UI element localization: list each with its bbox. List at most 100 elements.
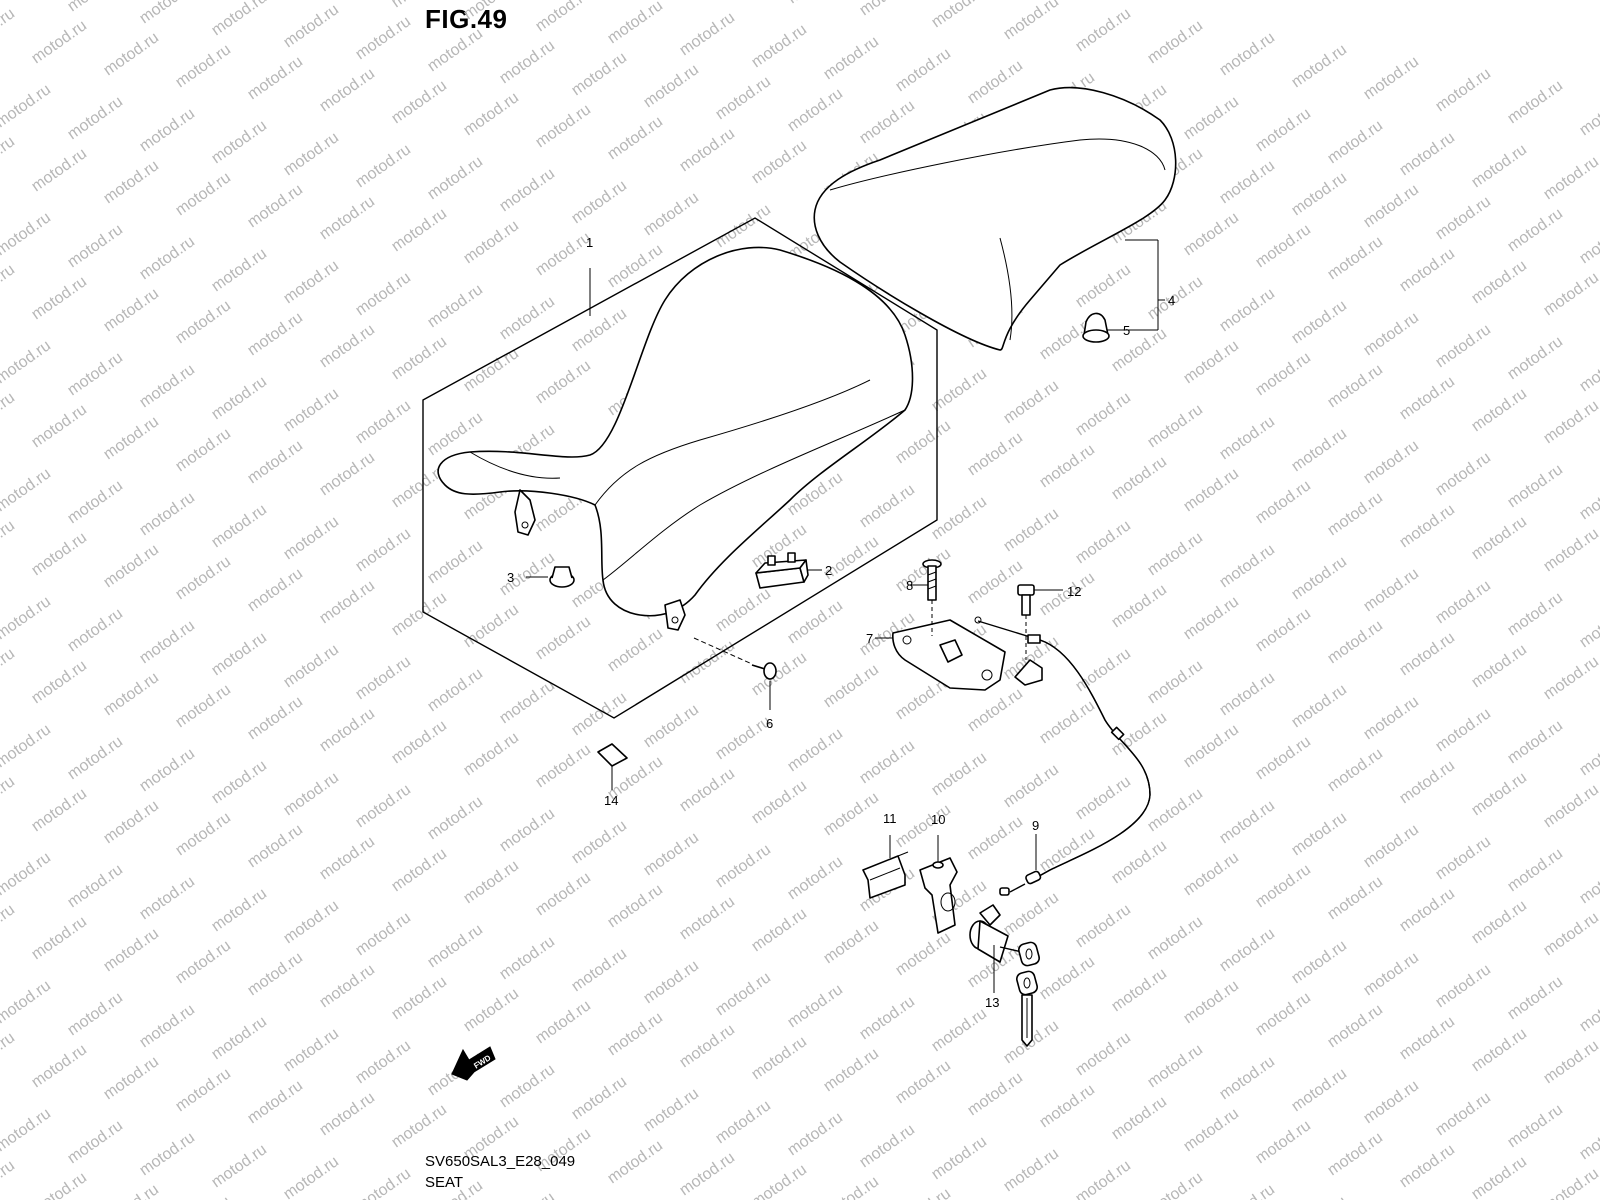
watermark-text: motod.ru [0, 81, 54, 131]
watermark-text: motod.ru [281, 513, 342, 563]
watermark-text: motod.ru [137, 745, 198, 795]
watermark-text: motod.ru [101, 669, 162, 719]
watermark-text: motod.ru [29, 785, 90, 835]
watermark-text: motod.ru [1361, 181, 1422, 231]
watermark-text: motod.ru [1541, 909, 1600, 959]
watermark-text: motod.ru [245, 949, 306, 999]
watermark-text: motod.ru [1541, 153, 1600, 203]
watermark-text: motod.ru [317, 961, 378, 1011]
watermark-text: motod.ru [857, 1121, 918, 1171]
watermark-text: motod.ru [677, 893, 738, 943]
diagram-code: SV650SAL3_E28_049 [425, 1153, 576, 1170]
watermark-text: motod.ru [1289, 41, 1350, 91]
seat-top-seam [594, 379, 871, 506]
watermark-text: motod.ru [353, 909, 414, 959]
watermark-text: motod.ru [677, 637, 738, 687]
watermark-text: motod.ru [461, 985, 522, 1035]
watermark-text: motod.ru [749, 1033, 810, 1083]
watermark-text: motod.ru [749, 1161, 810, 1200]
watermark-text: motod.ru [1217, 413, 1278, 463]
watermark-text: motod.ru [857, 97, 918, 147]
watermark-text: motod.ru [497, 1061, 558, 1111]
watermark-text: motod.ru [1073, 261, 1134, 311]
watermark-text: motod.ru [1181, 849, 1242, 899]
watermark-text: motod.ru [281, 897, 342, 947]
bolt-8 [922, 559, 942, 601]
watermark-text: motod.ru [317, 1089, 378, 1139]
watermark-text: motod.ru [317, 449, 378, 499]
watermark-text: motod.ru [1253, 105, 1314, 155]
watermark-text: motod.ru [857, 481, 918, 531]
watermark-text: motod.ru [0, 209, 54, 259]
watermark-text: motod.ru [0, 593, 54, 643]
watermark-text: motod.ru [389, 205, 450, 255]
watermark-text: motod.ru [209, 501, 270, 551]
watermark-text: motod.ru [1001, 377, 1062, 427]
watermark-text: motod.ru [461, 0, 522, 23]
watermark-text: motod.ru [929, 0, 990, 31]
watermark-text: motod.ru [29, 1041, 90, 1091]
watermark-text: motod.ru [1289, 1065, 1350, 1115]
assembly-box-outline [422, 217, 938, 719]
watermark-text: motod.ru [893, 929, 954, 979]
clip-11 [862, 851, 909, 899]
watermark-text: motod.ru [533, 613, 594, 663]
watermark-text: motod.ru [641, 701, 702, 751]
seat-side-seam [602, 409, 906, 581]
watermark-text: motod.ru [317, 193, 378, 243]
watermark-text: motod.ru [1505, 845, 1566, 895]
watermark-text: motod.ru [1577, 985, 1600, 1035]
watermark-text: motod.ru [0, 849, 54, 899]
lock-hole-1 [902, 635, 912, 645]
watermark-text: motod.ru [1109, 837, 1170, 887]
watermark-text: motod.ru [497, 37, 558, 87]
watermark-text: motod.ru [0, 1105, 54, 1155]
watermark-text: motod.ru [1217, 285, 1278, 335]
watermark-text: motod.ru [389, 845, 450, 895]
watermark-text: motod.ru [965, 1069, 1026, 1119]
watermark-text: motod.ru [209, 1141, 270, 1191]
watermark-text: motod.ru [1325, 617, 1386, 667]
seat-hook-rear [664, 599, 686, 631]
watermark-text: motod.ru [1469, 897, 1530, 947]
watermark-text: motod.ru [29, 1169, 90, 1200]
watermark-text: motod.ru [101, 797, 162, 847]
watermark-text: motod.ru [569, 817, 630, 867]
watermark-text: motod.ru [245, 53, 306, 103]
watermark-text: motod.ru [569, 305, 630, 355]
watermark-text: motod.ru [0, 0, 54, 3]
watermark-text: motod.ru [1541, 397, 1600, 447]
watermark-text: motod.ru [353, 525, 414, 575]
watermark-text: motod.ru [1217, 1181, 1278, 1200]
watermark-text: motod.ru [425, 537, 486, 587]
lock-set [969, 904, 1040, 1047]
watermark-text: motod.ru [65, 989, 126, 1039]
watermark-text: motod.ru [245, 437, 306, 487]
watermark-text: motod.ru [353, 653, 414, 703]
watermark-text: motod.ru [1073, 901, 1134, 951]
watermark-text: motod.ru [389, 1101, 450, 1151]
watermark-text: motod.ru [353, 397, 414, 447]
watermark-text: motod.ru [1325, 745, 1386, 795]
watermark-text: motod.ru [605, 113, 666, 163]
watermark-text: motod.ru [893, 1185, 954, 1200]
watermark-text: motod.ru [821, 1045, 882, 1095]
watermark-text: motod.ru [1073, 389, 1134, 439]
watermark-text: motod.ru [425, 921, 486, 971]
watermark-text: motod.ru [461, 857, 522, 907]
callout-2: 2 [825, 563, 832, 578]
watermark-text: motod.ru [0, 389, 18, 439]
watermark-text: motod.ru [821, 917, 882, 967]
watermark-text: motod.ru [1397, 885, 1458, 935]
watermark-text: motod.ru [749, 777, 810, 827]
screw-6-guide [693, 637, 753, 665]
watermark-text: motod.ru [1073, 1029, 1134, 1079]
watermark-text: motod.ru [1433, 65, 1494, 115]
watermark-text: motod.ru [173, 1193, 234, 1200]
watermark-text: motod.ru [929, 1133, 990, 1183]
watermark-text: motod.ru [1289, 553, 1350, 603]
watermark-text: motod.ru [713, 201, 774, 251]
watermark-text: motod.ru [929, 1005, 990, 1055]
watermark-text: motod.ru [137, 1129, 198, 1179]
